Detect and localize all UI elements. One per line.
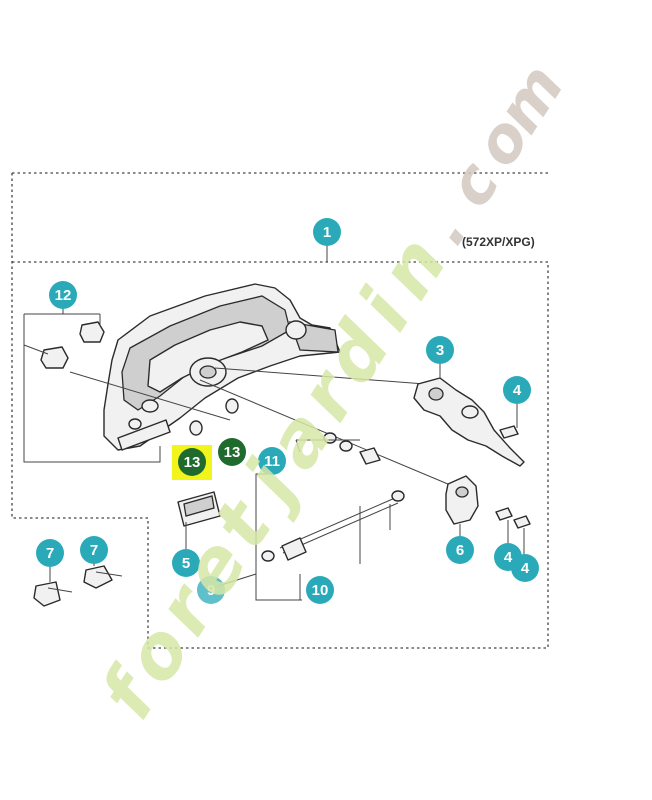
callout-circle	[49, 281, 77, 309]
callout-circle	[426, 336, 454, 364]
clutch-cover-housing	[103, 283, 341, 451]
callout-number: 3	[436, 342, 444, 359]
callout-number: 10	[312, 582, 329, 599]
callout-6-10[interactable]: 6	[446, 536, 474, 564]
callout-number: 4	[513, 382, 522, 399]
clip-right	[83, 565, 123, 589]
cover-nut-lower	[40, 346, 69, 369]
callout-number: 6	[456, 542, 464, 559]
callout-number: 13	[224, 444, 241, 461]
callout-number: 7	[90, 542, 98, 559]
callout-12-3[interactable]: 12	[49, 281, 77, 309]
callout-1-0[interactable]: 1	[313, 218, 341, 246]
callout-13-4[interactable]: 13	[172, 445, 212, 480]
callout-number: 7	[46, 545, 54, 562]
brake-handle-lever	[413, 377, 525, 467]
callout-number: 11	[264, 453, 280, 470]
callout-circle	[258, 447, 286, 475]
callout-circle	[218, 438, 246, 466]
callout-circle	[172, 549, 200, 577]
callout-circle	[178, 448, 206, 476]
rubber-pad	[177, 491, 221, 527]
brake-bracket	[445, 475, 479, 525]
callout-circle	[313, 218, 341, 246]
callout-4-12[interactable]: 4	[511, 554, 539, 582]
callout-10-9[interactable]: 10	[306, 576, 334, 604]
callout-number: 12	[55, 287, 72, 304]
spring-washers	[323, 432, 381, 465]
screw-lower-a	[495, 507, 513, 521]
callout-circle	[446, 536, 474, 564]
model-label: (572XP/XPG)	[462, 235, 535, 249]
callout-11-6[interactable]: 11	[258, 447, 286, 475]
callout-circle	[197, 576, 225, 604]
callout-circle	[306, 576, 334, 604]
callout-7-14[interactable]: 7	[80, 536, 108, 564]
o-ring-b	[225, 398, 239, 414]
callout-circle	[80, 536, 108, 564]
inner-dashed-frame	[12, 261, 549, 648]
callout-number: 13	[184, 454, 201, 471]
callout-5-7[interactable]: 5	[172, 549, 200, 577]
o-ring-a	[189, 420, 203, 436]
screw-upper-right	[499, 425, 519, 439]
callout-9-8[interactable]: 9	[197, 576, 225, 604]
callout-circle	[511, 554, 539, 582]
callout-7-13[interactable]: 7	[36, 539, 64, 567]
callout-number: 5	[182, 555, 190, 572]
callout-4-2[interactable]: 4	[503, 376, 531, 404]
callout-number: 4	[521, 560, 530, 577]
callout-circle	[503, 376, 531, 404]
clip-left	[33, 581, 73, 607]
screw-lower-b	[513, 515, 531, 529]
callout-3-1[interactable]: 3	[426, 336, 454, 364]
callout-number: 1	[323, 224, 331, 241]
callout-number: 9	[207, 582, 215, 599]
callout-13-5[interactable]: 13	[218, 438, 246, 466]
cover-nut-upper	[79, 321, 105, 343]
callout-circle	[36, 539, 64, 567]
callout-number: 4	[504, 549, 513, 566]
adjuster-screw	[261, 490, 405, 562]
outer-dashed-frame	[11, 172, 550, 649]
